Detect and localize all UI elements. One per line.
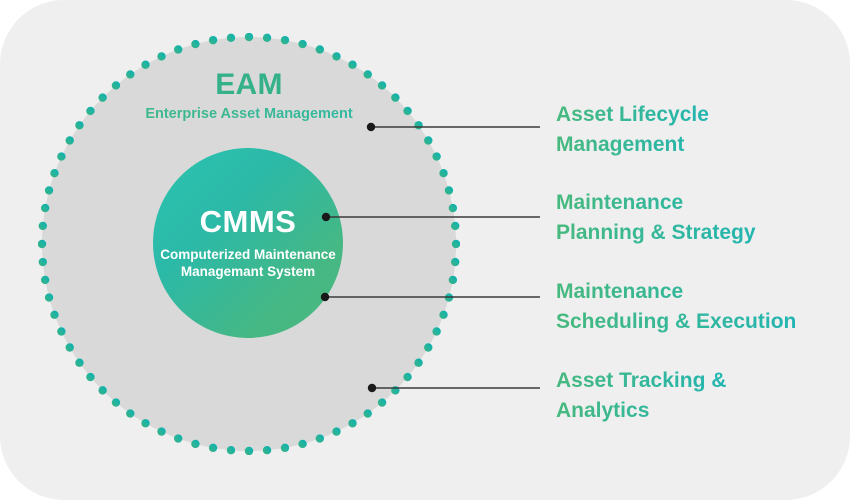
callout-label-3: Asset Tracking & Analytics (556, 366, 726, 426)
ring-dot (315, 434, 324, 443)
callout-label-1: Maintenance Planning & Strategy (556, 188, 756, 248)
ring-dot (126, 409, 135, 418)
eam-subtitle: Enterprise Asset Management (38, 106, 460, 122)
ring-dot (40, 203, 50, 213)
ring-dot (65, 343, 74, 352)
ring-dot (174, 434, 183, 443)
cmms-subtitle: Computerized Maintenance Managemant Syst… (160, 246, 336, 279)
ring-dot (298, 39, 307, 49)
ring-dot (262, 446, 272, 455)
callout-label-0: Asset Lifecycle Management (556, 100, 709, 160)
ring-dot (75, 358, 84, 367)
ring-dot (391, 93, 400, 102)
ring-dot (111, 81, 121, 90)
ring-dot (432, 152, 441, 161)
ring-dot (191, 439, 200, 449)
ring-dot (126, 70, 135, 79)
ring-dot (439, 169, 448, 178)
ring-dot (157, 52, 166, 61)
ring-dot (50, 169, 59, 178)
ring-dot (444, 293, 454, 302)
ring-dot (98, 93, 107, 102)
ring-dot (424, 343, 433, 352)
ring-dot (86, 106, 95, 116)
ring-dot (208, 443, 218, 453)
ring-dot (403, 106, 412, 116)
ring-dot (65, 136, 74, 145)
ring-dot (244, 33, 254, 42)
ring-dot (363, 70, 372, 79)
ring-dot (98, 386, 107, 395)
ring-dot (208, 35, 218, 45)
ring-dot (44, 186, 54, 195)
ring-dot (40, 275, 50, 285)
ring-dot (244, 446, 254, 455)
ring-dot (444, 186, 454, 195)
ring-dot (191, 39, 200, 49)
ring-dot (44, 293, 54, 302)
ring-dot (298, 439, 307, 449)
eam-title: EAM (215, 68, 283, 101)
ring-dot (141, 60, 150, 69)
ring-dot (280, 35, 290, 45)
callout-label-2: Maintenance Scheduling & Execution (556, 277, 796, 337)
ring-dot (424, 136, 433, 145)
ring-dot (226, 33, 236, 42)
ring-dot (414, 358, 423, 367)
ring-dot (38, 257, 47, 267)
ring-dot (377, 398, 387, 407)
ring-dot (403, 372, 412, 382)
ring-dot (174, 45, 183, 54)
cmms-title: CMMS (199, 203, 297, 239)
ring-dot (377, 81, 387, 90)
ring-dot (451, 239, 460, 249)
ring-dot (348, 419, 357, 428)
ring-dot (448, 275, 458, 285)
ring-dot (280, 443, 290, 453)
ring-dot (332, 52, 341, 61)
ring-dot (157, 427, 166, 436)
ring-dot (50, 310, 59, 319)
ring-dot (451, 221, 460, 231)
ring-dot (391, 386, 400, 395)
callout-labels: Asset Lifecycle Management Maintenance P… (556, 0, 846, 500)
ring-dot (86, 372, 95, 382)
ring-dot (38, 221, 47, 231)
ring-dot (451, 257, 460, 267)
ring-dot (38, 239, 47, 249)
ring-dot (111, 398, 121, 407)
ring-dot (414, 121, 423, 130)
ring-dot (75, 121, 84, 130)
ring-dot (57, 152, 66, 161)
ring-dot (432, 327, 441, 336)
ring-dot (348, 60, 357, 69)
ring-dot (141, 419, 150, 428)
ring-dot (57, 327, 66, 336)
cmms-inner-circle: CMMS Computerized Maintenance Managemant… (153, 148, 343, 338)
ring-dot (448, 203, 458, 213)
ring-dot (262, 33, 272, 42)
ring-dot (332, 427, 341, 436)
ring-dot (363, 409, 372, 418)
ring-dot (226, 446, 236, 455)
ring-dot (315, 45, 324, 54)
ring-dot (439, 310, 448, 319)
